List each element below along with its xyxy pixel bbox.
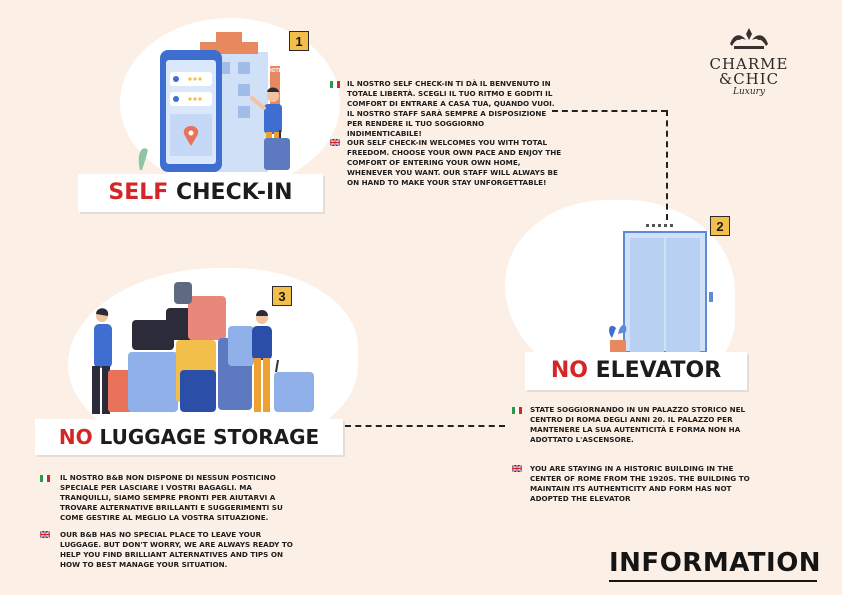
no-luggage-title-rest: LUGGAGE STORAGE [92,425,320,449]
logo-line-3: Luxury [732,87,766,97]
information-title: INFORMATION [609,548,822,578]
flag-uk-icon [330,139,340,146]
dashed-path-right [666,110,668,220]
step-number-3: 3 [272,286,292,306]
no-elevator-title-rest: ELEVATOR [587,358,722,383]
elevator-illustration [598,224,728,354]
self-checkin-text-en: OUR SELF CHECK-IN WELCOMES YOU WITH TOTA… [347,138,562,187]
no-elevator-title-highlight: NO [550,358,588,383]
hotel-sign: HOTEL [268,68,285,74]
self-checkin-illustration [138,32,290,172]
flag-italy-icon [40,475,50,482]
step-number-2: 2 [710,216,730,236]
no-elevator-text-it: STATE SOGGIORNANDO IN UN PALAZZO STORICO… [530,405,746,444]
no-luggage-text-en: OUR B&B HAS NO SPECIAL PLACE TO LEAVE YO… [60,530,293,569]
flag-uk-icon [512,465,522,472]
logo-line-1: CHARME [709,55,789,73]
brand-logo: CHARME &CHIC Luxury [700,26,798,98]
dashed-path-top [552,110,667,112]
logo-line-2: &CHIC [718,70,780,88]
no-elevator-text-en: YOU ARE STAYING IN A HISTORIC BUILDING I… [530,464,750,503]
self-checkin-title: SELF CHECK-IN [78,174,323,212]
no-luggage-text-it: IL NOSTRO B&B NON DISPONE DI NESSUN POST… [60,473,283,522]
no-luggage-title-highlight: NO [58,425,93,449]
crown-ornament-icon [730,28,768,49]
self-checkin-title-highlight: SELF [108,180,169,205]
luggage-illustration [92,282,314,414]
no-luggage-title: NO LUGGAGE STORAGE [35,419,343,455]
information-underline [609,580,817,582]
step-number-1: 1 [289,31,309,51]
dashed-path-bottom [345,425,505,427]
flag-uk-icon [40,531,50,538]
flag-italy-icon [512,407,522,414]
no-elevator-title: NO ELEVATOR [525,352,747,390]
flag-italy-icon [330,81,340,88]
self-checkin-title-rest: CHECK-IN [168,180,293,205]
self-checkin-text-it: IL NOSTRO SELF CHECK-IN TI DÀ IL BENVENU… [347,79,555,138]
